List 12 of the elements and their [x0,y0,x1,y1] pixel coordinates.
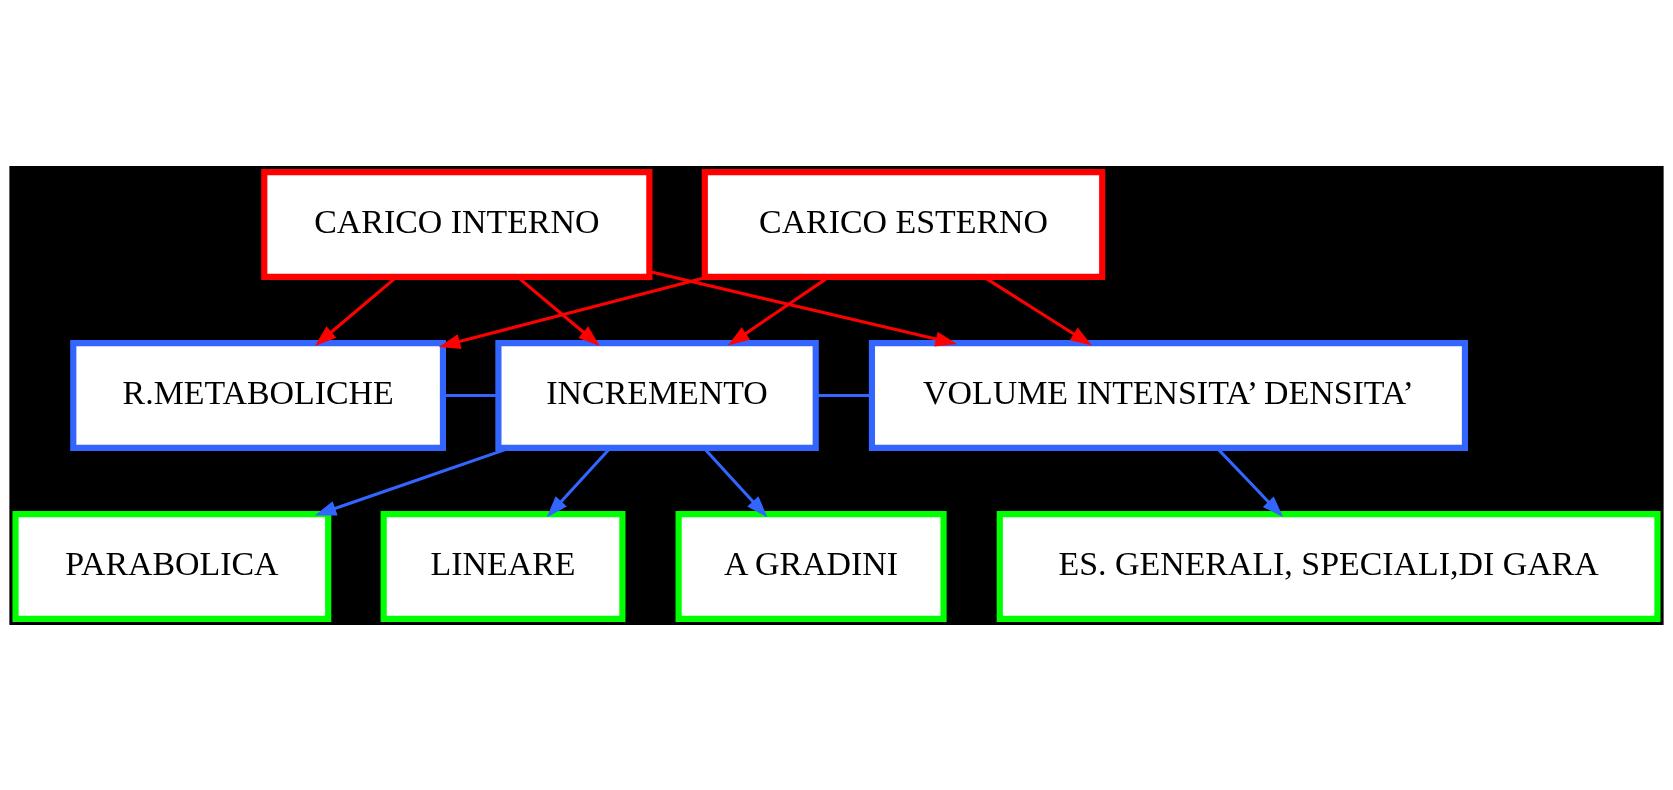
node-box: ES. GENERALI, SPECIALI,DI GARA [996,510,1661,622]
connector [815,393,872,397]
arrow [649,269,958,346]
node-box: CARICO INTERNO [261,168,653,280]
node-box: CARICO ESTERNO [701,168,1106,280]
connector [443,393,499,397]
node-box: LINEARE [380,510,626,622]
node-box: VOLUME INTENSITA’ DENSITA’ [868,339,1468,451]
node-box: R.METABOLICHE [70,339,447,451]
node-box: INCREMENTO [495,339,819,451]
node-box: A GRADINI [675,510,947,622]
node-box: PARABOLICA [12,510,332,622]
